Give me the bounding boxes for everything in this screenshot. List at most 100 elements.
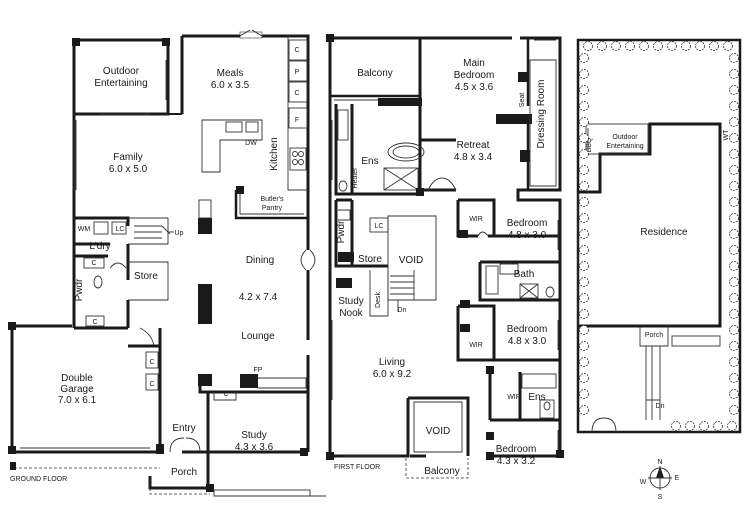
tree-symbol	[729, 197, 739, 207]
study-size: 4.3 x 3.6	[235, 442, 274, 453]
kitchen-island	[201, 119, 263, 173]
fireplace-label: FP	[254, 367, 263, 374]
bbq-label: BBQ	[586, 137, 593, 152]
main-bedroom-label: Bedroom	[454, 70, 495, 81]
main-bedroom-size: 4.5 x 3.6	[455, 82, 494, 93]
tree-symbol	[729, 293, 739, 303]
dining-label: Dining	[246, 255, 274, 266]
laundry-label: L'dry	[89, 241, 110, 252]
compass-east-label: E	[675, 475, 680, 482]
walk-in-robe-label: WIR	[507, 394, 521, 401]
tree-symbol	[597, 41, 607, 51]
ensuite-label: Ens	[528, 392, 545, 403]
tree-symbol	[579, 165, 589, 175]
outdoor-entertaining-area	[72, 38, 170, 116]
heater-label: Heater	[352, 167, 359, 189]
outdoor-entertaining-label: Entertaining	[94, 78, 147, 89]
linen-cupboard-label: LC	[375, 223, 384, 230]
powder-room-label: Pwdr	[336, 220, 347, 243]
site-outdoor-label: Outdoor	[612, 134, 638, 141]
tree-symbol	[579, 69, 589, 79]
meals-label: Meals	[217, 68, 244, 79]
compass-west-label: W	[640, 479, 647, 486]
tree-symbol	[685, 421, 695, 431]
dishwasher-label: DW	[245, 140, 257, 147]
tree-symbol	[579, 101, 589, 111]
pantry-label: P	[295, 69, 300, 76]
compass-north-label: N	[657, 459, 662, 466]
compass: N E S W	[640, 459, 680, 501]
family-size: 6.0 x 5.0	[109, 164, 148, 175]
meals-size: 6.0 x 3.5	[211, 80, 250, 91]
double-garage-size: 7.0 x 6.1	[58, 395, 97, 406]
retreat-label: Retreat	[457, 140, 490, 151]
study-nook-label: Study	[338, 296, 364, 307]
tree-symbol	[727, 421, 737, 431]
dressing-room-label: Dressing Room	[536, 80, 547, 149]
tree-symbol	[583, 41, 593, 51]
linen-cupboard-label: LC	[116, 226, 125, 233]
tree-symbol	[579, 181, 589, 191]
store-label: Store	[134, 271, 158, 282]
tree-symbol	[579, 357, 589, 367]
tree-symbol	[579, 341, 589, 351]
main-bedroom-label: Main	[463, 58, 485, 69]
compass-south-label: S	[658, 494, 663, 501]
tree-symbol	[579, 117, 589, 127]
tree-symbol	[709, 41, 719, 51]
void-label: VOID	[399, 255, 423, 266]
tree-symbol	[729, 389, 739, 399]
tree-symbol	[579, 245, 589, 255]
kitchen-label: Kitchen	[269, 137, 280, 170]
tree-symbol	[667, 41, 677, 51]
first-floor-caption: FIRST FLOOR	[334, 464, 380, 471]
bedroom-2-label: Bedroom	[507, 218, 548, 229]
double-garage-label: Garage	[60, 384, 94, 395]
tree-symbol	[579, 133, 589, 143]
tree-symbol	[579, 325, 589, 335]
walk-in-robe-label: WIR	[469, 342, 483, 349]
entry-label: Entry	[172, 423, 195, 434]
lounge-label: Lounge	[241, 331, 275, 342]
tree-symbol	[729, 309, 739, 319]
ensuite-label: Ens	[361, 156, 378, 167]
tree-symbol	[729, 149, 739, 159]
tree-symbol	[729, 213, 739, 223]
tree-symbol	[729, 373, 739, 383]
outdoor-entertaining-label: Outdoor	[103, 66, 140, 77]
cupboard-label: C	[92, 319, 97, 326]
tree-symbol	[729, 357, 739, 367]
cupboard-label: C	[91, 260, 96, 267]
bedroom-3-label: Bedroom	[507, 324, 548, 335]
tree-symbol	[729, 261, 739, 271]
tree-symbol	[671, 421, 681, 431]
bedroom-2-size: 4.8 x 3.0	[508, 230, 547, 241]
fridge-label: F	[295, 117, 299, 124]
butlers-pantry-label: Butler's	[260, 196, 284, 203]
site-stairs-down-label: Dn	[656, 403, 665, 410]
seat-label: Seat	[519, 93, 526, 107]
residence-outline	[578, 122, 722, 328]
cupboard-label: C	[149, 381, 154, 388]
stairs-down-label: Dn	[398, 307, 407, 314]
balcony-label: Balcony	[424, 466, 460, 477]
store-label: Store	[358, 254, 382, 265]
tree-symbol	[579, 373, 589, 383]
tree-symbol	[699, 421, 709, 431]
ground-floor-plan: C P C F DW C C C WM LC Up C C FP Outdoor…	[8, 29, 326, 497]
cupboard-label: C	[294, 90, 299, 97]
tree-symbol	[579, 293, 589, 303]
tree-symbol	[729, 341, 739, 351]
tree-symbol	[729, 53, 739, 63]
tree-symbol	[653, 41, 663, 51]
tree-symbol	[681, 41, 691, 51]
tree-symbol	[579, 197, 589, 207]
tree-symbol	[639, 41, 649, 51]
cupboard-label: C	[149, 359, 154, 366]
double-garage-label: Double	[61, 373, 93, 384]
bedroom-4-label: Bedroom	[496, 444, 537, 455]
site-porch-label: Porch	[645, 332, 663, 339]
tree-symbol	[579, 277, 589, 287]
cupboard-label: C	[294, 47, 299, 54]
